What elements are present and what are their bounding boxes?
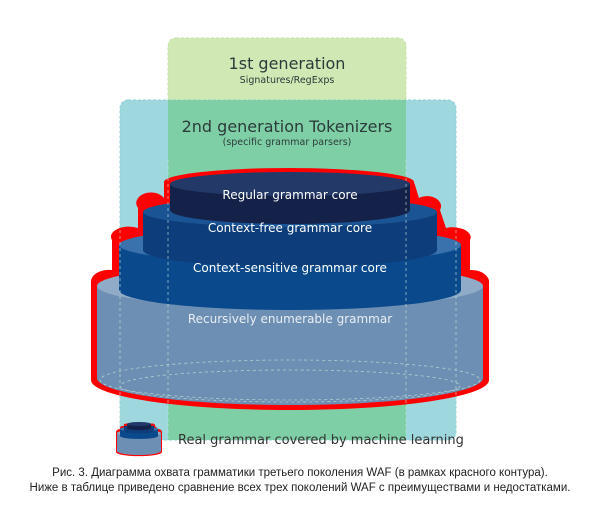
stacked-tiers-legend-icon — [116, 422, 162, 457]
first-generation-title: 1st generation — [229, 54, 346, 73]
first-generation-subtitle: Signatures/RegExps — [240, 75, 335, 86]
second-generation-subtitle: (specific grammar parsers) — [223, 137, 352, 148]
figure-caption: Рис. 3. Диаграмма охвата грамматики трет… — [0, 466, 600, 496]
tier-regular — [170, 172, 410, 224]
legend-label: Real grammar covered by machine learning — [178, 433, 464, 448]
caption-line-2: Ниже в таблице приведено сравнение всех … — [29, 482, 571, 494]
tier-label-recursively-enumerable: Recursively enumerable grammar — [188, 312, 392, 326]
generation-boundary-lines — [99, 160, 481, 438]
second-generation-title: 2nd generation Tokenizers — [182, 117, 393, 136]
tier-label-regular: Regular grammar core — [222, 188, 357, 202]
tier-label-context-free: Context-free grammar core — [208, 221, 372, 235]
tier-label-context-sensitive: Context-sensitive grammar core — [193, 261, 387, 275]
caption-line-1: Рис. 3. Диаграмма охвата грамматики трет… — [52, 467, 548, 479]
